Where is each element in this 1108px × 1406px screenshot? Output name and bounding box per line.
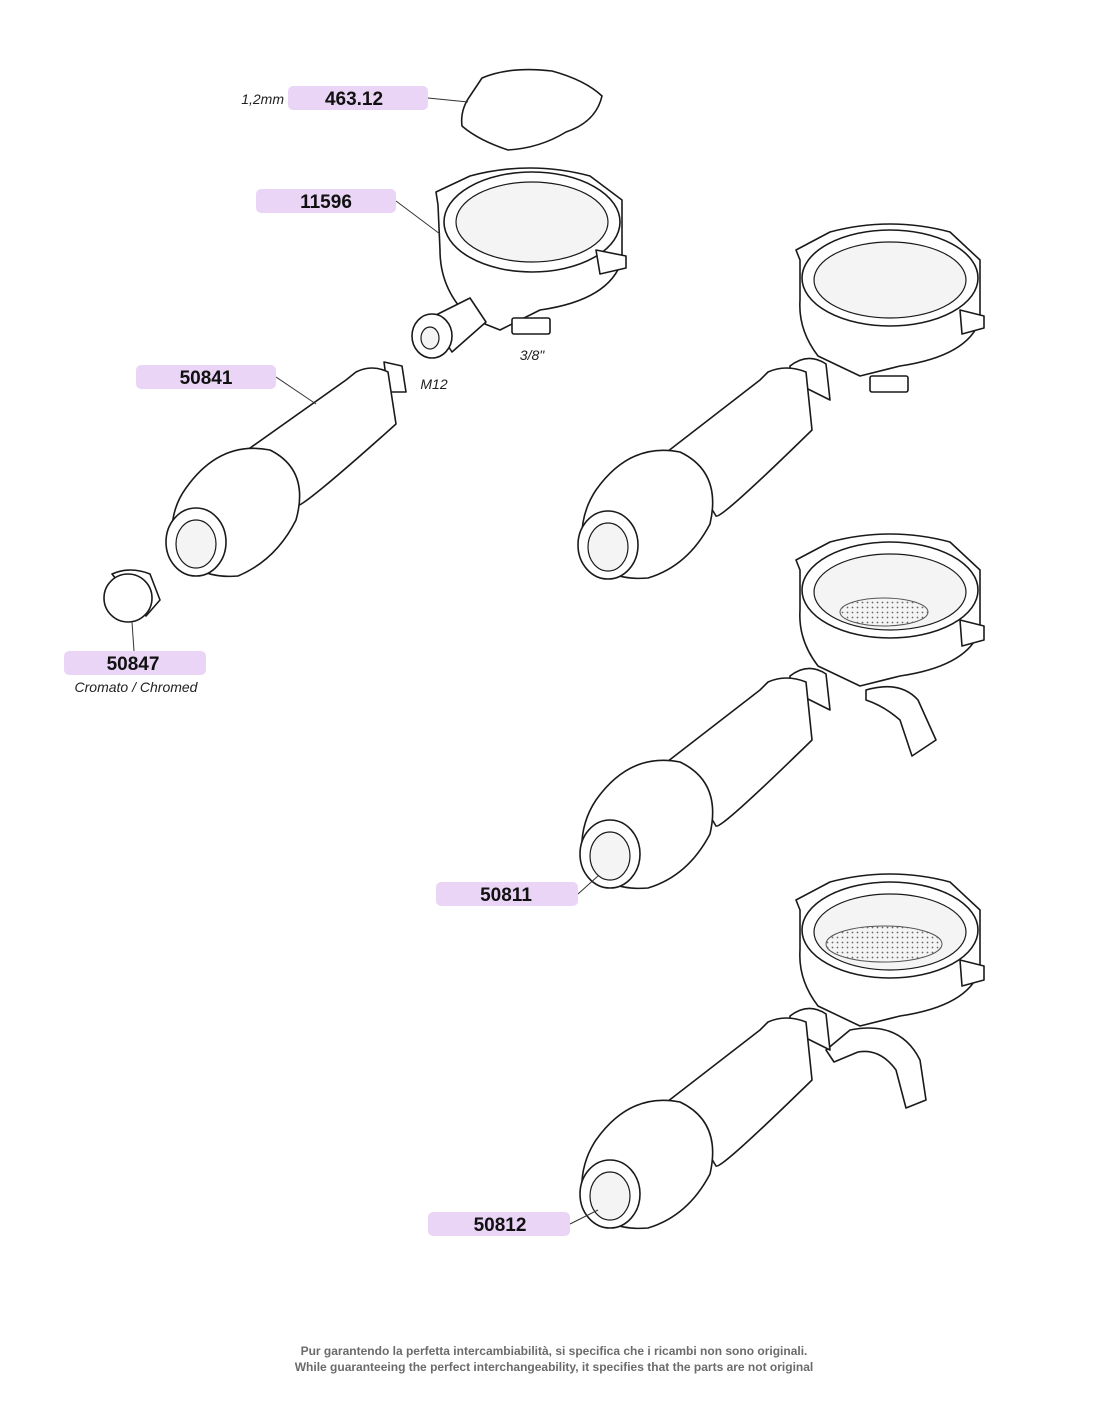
label-50841: 50841 bbox=[136, 365, 276, 389]
cap-part bbox=[103, 569, 161, 623]
part-code: 50847 bbox=[107, 654, 160, 675]
leader-lines bbox=[131, 97, 599, 1225]
part-code: 50841 bbox=[180, 368, 233, 389]
label-50811: 50811 bbox=[436, 882, 578, 906]
part-note: Cromato / Chromed bbox=[75, 679, 199, 695]
portafilter-assembly-plain bbox=[577, 223, 985, 580]
gasket-part bbox=[460, 68, 603, 151]
group-body-part bbox=[411, 167, 627, 359]
handle-part bbox=[165, 361, 407, 578]
portafilter-assembly-double bbox=[579, 873, 985, 1230]
part-code: 50811 bbox=[480, 885, 532, 906]
label-463-12: 463.12 1,2mm bbox=[241, 86, 428, 110]
part-code: 463.12 bbox=[325, 89, 383, 110]
footer-english: While guaranteeing the perfect interchan… bbox=[294, 1360, 814, 1374]
label-11596: 11596 bbox=[256, 189, 396, 213]
spout-thread-note: 3/8" bbox=[520, 347, 545, 363]
label-50812: 50812 bbox=[428, 1212, 570, 1236]
label-50847: 50847 Cromato / Chromed bbox=[64, 651, 206, 695]
handle-thread-note: M12 bbox=[420, 376, 447, 392]
part-note: 1,2mm bbox=[241, 91, 284, 107]
part-code: 50812 bbox=[474, 1215, 527, 1236]
part-code: 11596 bbox=[300, 192, 352, 213]
footer-italian: Pur garantendo la perfetta intercambiabi… bbox=[300, 1344, 808, 1358]
portafilter-assembly-single bbox=[579, 533, 985, 890]
